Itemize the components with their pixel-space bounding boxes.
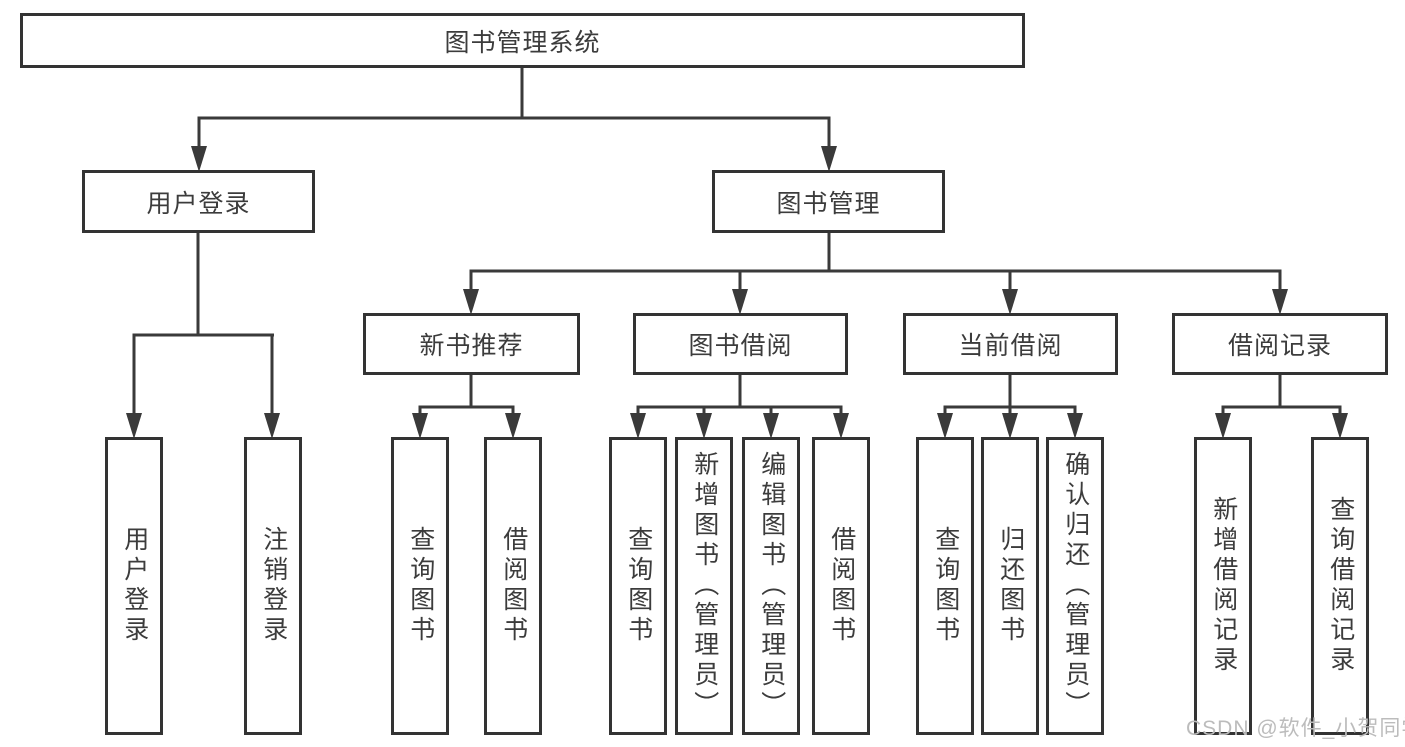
leaf-user-login: 用户登录	[105, 437, 163, 735]
leaf-borrow-books-recommend: 借阅图书	[484, 437, 542, 735]
leaf-label: 借阅图书	[827, 526, 856, 646]
leaf-label: 新增借阅记录	[1209, 496, 1238, 676]
leaf-label: 查询图书	[931, 526, 960, 646]
watermark: CSDN @软件_小贺同学	[1186, 717, 1405, 740]
leaf-return-book: 归还图书	[981, 437, 1039, 735]
leaf-query-books-borrowing: 查询图书	[609, 437, 667, 735]
leaf-query-books-recommend: 查询图书	[391, 437, 449, 735]
node-new-book-recommendation: 新书推荐	[363, 313, 580, 375]
node-current-borrowing: 当前借阅	[903, 313, 1118, 375]
node-label: 借阅记录	[1227, 332, 1332, 360]
leaf-edit-book-admin: 编辑图书（管理员）	[742, 437, 800, 735]
leaf-label: 用户登录	[120, 526, 149, 646]
leaf-label: 查询图书	[406, 526, 435, 646]
arrowhead-icons	[126, 146, 1348, 439]
leaf-label: 查询图书	[624, 526, 653, 646]
leaf-logout: 注销登录	[244, 437, 302, 735]
node-book-borrowing: 图书借阅	[633, 313, 848, 375]
leaf-add-book-admin: 新增图书（管理员）	[675, 437, 733, 735]
node-label: 用户登录	[146, 189, 251, 218]
leaf-label: 借阅图书	[499, 526, 528, 646]
leaf-add-borrow-record: 新增借阅记录	[1194, 437, 1252, 735]
leaf-borrow-books-borrowing: 借阅图书	[812, 437, 870, 735]
leaf-label: 确认归还（管理员）	[1061, 451, 1090, 721]
node-borrowing-records: 借阅记录	[1172, 313, 1388, 375]
leaf-confirm-return-admin: 确认归还（管理员）	[1046, 437, 1104, 735]
leaf-label: 编辑图书（管理员）	[757, 451, 786, 721]
node-label: 新书推荐	[419, 332, 524, 360]
leaf-query-books-current: 查询图书	[916, 437, 974, 735]
node-label: 图书管理系统	[444, 28, 601, 57]
leaf-label: 注销登录	[259, 526, 288, 646]
node-label: 当前借阅	[958, 332, 1063, 360]
node-book-management: 图书管理	[712, 170, 945, 233]
leaf-label: 查询借阅记录	[1326, 496, 1355, 676]
node-user-login: 用户登录	[82, 170, 315, 233]
node-label: 图书借阅	[688, 332, 793, 360]
node-library-management-system: 图书管理系统	[20, 13, 1025, 68]
leaf-query-borrow-record: 查询借阅记录	[1311, 437, 1369, 735]
node-label: 图书管理	[776, 189, 881, 218]
leaf-label: 新增图书（管理员）	[690, 451, 719, 721]
leaf-label: 归还图书	[996, 526, 1025, 646]
